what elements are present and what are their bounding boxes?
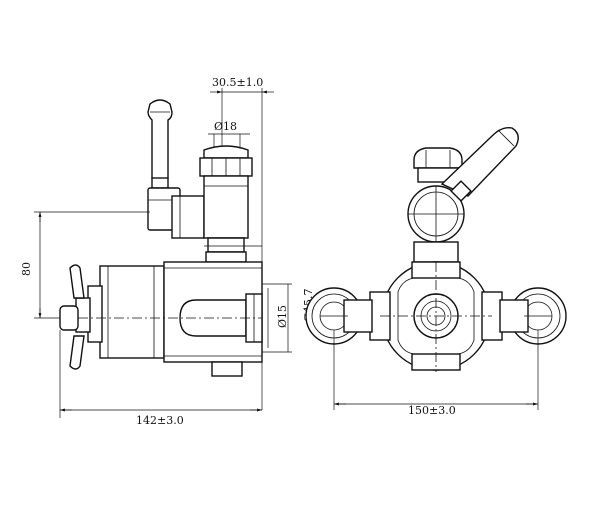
label-height-80: 80 — [20, 262, 33, 276]
front-left-flange — [305, 287, 373, 345]
side-view: 30.5±1.0 Ø18 — [20, 76, 315, 427]
label-diameter-15: Ø15 — [276, 305, 289, 328]
dimension-height-80: 80 — [20, 211, 150, 319]
dimension-width-142: 142±3.0 — [59, 330, 262, 427]
dimension-width-150: 150±3.0 — [333, 330, 539, 417]
front-top-valve — [407, 147, 465, 263]
label-top-offset: 30.5±1.0 — [212, 76, 263, 89]
front-right-flange — [499, 287, 567, 345]
label-diameter-18: Ø18 — [214, 120, 237, 133]
lever-handle-side — [147, 99, 205, 239]
label-width-142: 142±3.0 — [136, 414, 184, 427]
label-width-150: 150±3.0 — [408, 404, 456, 417]
cross-handle-side — [59, 264, 85, 370]
top-valve-body — [199, 145, 262, 263]
front-main-body — [369, 261, 503, 372]
front-view: 150±3.0 — [305, 126, 567, 417]
main-body-side — [60, 261, 263, 377]
lever-handle-front — [440, 126, 519, 202]
